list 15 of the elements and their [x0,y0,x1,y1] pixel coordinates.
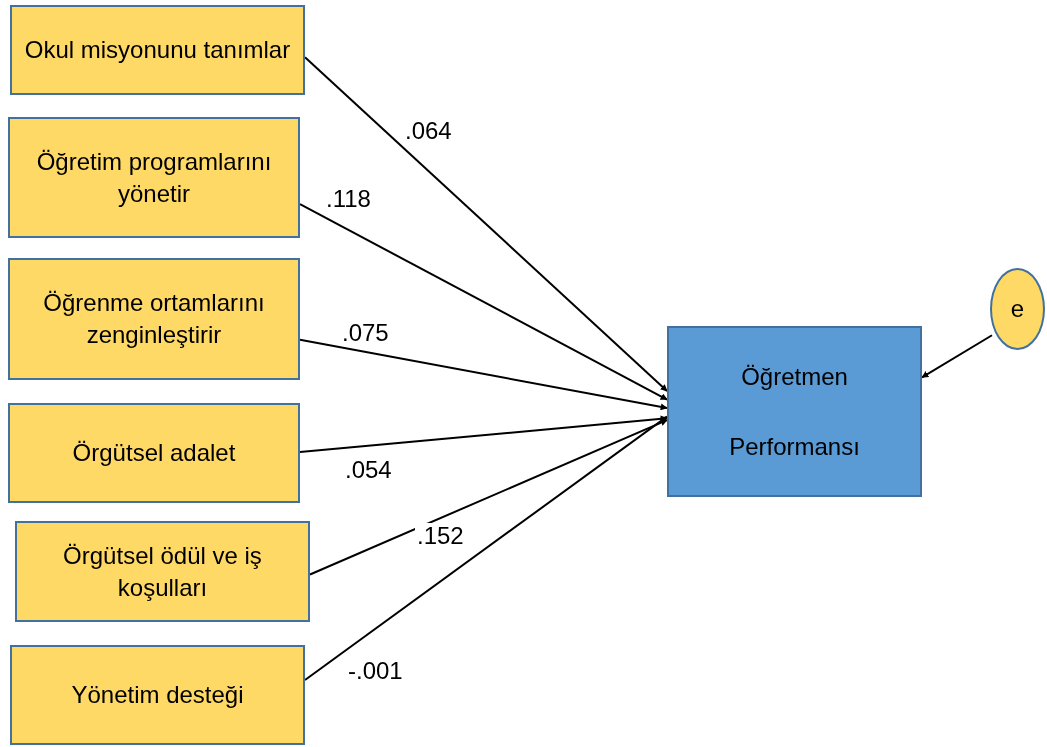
factor-box: Yönetim desteği [10,645,305,745]
arrow [299,203,668,401]
arrow [921,334,993,379]
outcome-box: Öğretmen Performansı [667,326,922,497]
arrow [304,56,668,392]
factor-box: Okul misyonunu tanımlar [10,5,305,95]
arrow [304,415,668,681]
error-circle: e [990,268,1045,350]
factor-box: Öğretim programlarını yönetir [8,117,300,238]
arrow [299,415,668,453]
arrow [309,419,668,576]
factor-box: Öğrenme ortamlarını zenginleştirir [8,258,300,380]
factor-box: Örgütsel adalet [8,403,300,503]
arrow [299,338,668,411]
factor-box: Örgütsel ödül ve iş koşulları [15,521,310,622]
